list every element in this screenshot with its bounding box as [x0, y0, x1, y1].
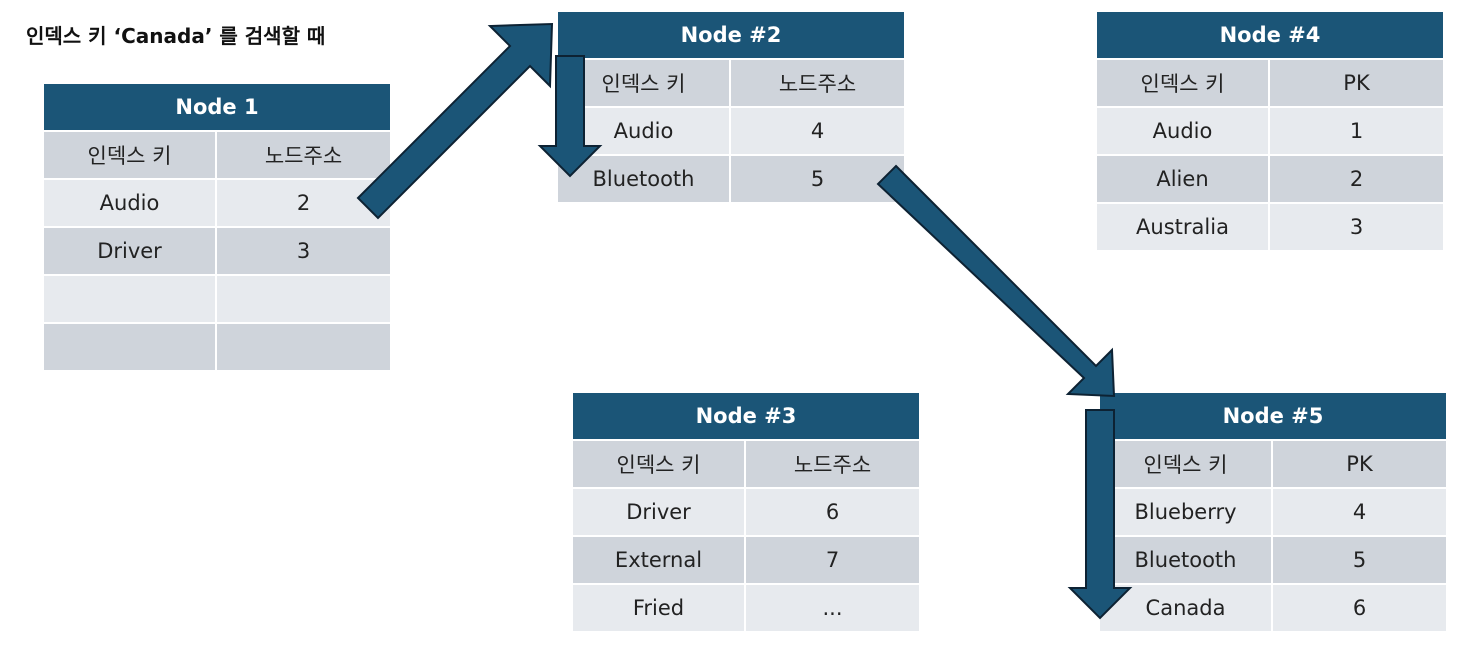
- node-4-title: Node #4: [1097, 12, 1443, 60]
- table-row: Australia 3: [1097, 204, 1443, 250]
- index-key-cell: Australia: [1097, 204, 1270, 250]
- table-row: External 7: [573, 537, 919, 585]
- diagram-title: 인덱스 키 ‘Canada’ 를 검색할 때: [26, 24, 326, 48]
- node-address-cell: 5: [731, 156, 904, 202]
- pk-cell: 5: [1273, 537, 1446, 583]
- column-header-index-key: 인덱스 키: [558, 60, 731, 106]
- node-5-title: Node #5: [1100, 393, 1446, 441]
- table-row: Driver 3: [44, 228, 390, 276]
- index-key-cell: Audio: [44, 180, 217, 226]
- node-5-table: Node #5 인덱스 키 PK Blueberry 4 Bluetooth 5…: [1100, 393, 1446, 631]
- index-key-cell: Canada: [1100, 585, 1273, 631]
- index-key-cell: External: [573, 537, 746, 583]
- node-address-cell: 4: [731, 108, 904, 154]
- node-address-cell: 6: [746, 489, 919, 535]
- column-header-node-address: 노드주소: [731, 60, 904, 106]
- index-key-cell: Driver: [573, 489, 746, 535]
- node-3-title: Node #3: [573, 393, 919, 441]
- table-row: Alien 2: [1097, 156, 1443, 204]
- column-header-pk: PK: [1270, 60, 1443, 106]
- node-address-cell: [217, 276, 390, 322]
- index-key-cell: Audio: [558, 108, 731, 154]
- node-address-cell: 7: [746, 537, 919, 583]
- node-2-table: Node #2 인덱스 키 노드주소 Audio 4 Bluetooth 5: [558, 12, 904, 202]
- table-row-empty: [44, 276, 390, 324]
- column-header-node-address: 노드주소: [217, 132, 390, 178]
- node-3-table: Node #3 인덱스 키 노드주소 Driver 6 External 7 F…: [573, 393, 919, 631]
- node-2-header-row: 인덱스 키 노드주소: [558, 60, 904, 108]
- table-row: Blueberry 4: [1100, 489, 1446, 537]
- index-key-cell: Fried: [573, 585, 746, 631]
- index-key-cell: Alien: [1097, 156, 1270, 202]
- node-5-header-row: 인덱스 키 PK: [1100, 441, 1446, 489]
- column-header-index-key: 인덱스 키: [1100, 441, 1273, 487]
- pk-cell: 4: [1273, 489, 1446, 535]
- table-row: Bluetooth 5: [558, 156, 904, 202]
- node-1-title: Node 1: [44, 84, 390, 132]
- index-key-cell: Bluetooth: [1100, 537, 1273, 583]
- table-row: Fried ...: [573, 585, 919, 631]
- table-row: Bluetooth 5: [1100, 537, 1446, 585]
- node-address-cell: 3: [217, 228, 390, 274]
- node-2-title: Node #2: [558, 12, 904, 60]
- index-key-cell: Blueberry: [1100, 489, 1273, 535]
- index-key-cell: Driver: [44, 228, 217, 274]
- index-key-cell: [44, 276, 217, 322]
- pk-cell: 2: [1270, 156, 1443, 202]
- column-header-index-key: 인덱스 키: [1097, 60, 1270, 106]
- node-address-cell: 2: [217, 180, 390, 226]
- column-header-pk: PK: [1273, 441, 1446, 487]
- node-1-table: Node 1 인덱스 키 노드주소 Audio 2 Driver 3: [44, 84, 390, 370]
- index-key-cell: Audio: [1097, 108, 1270, 154]
- node-1-header-row: 인덱스 키 노드주소: [44, 132, 390, 180]
- index-key-cell: Bluetooth: [558, 156, 731, 202]
- table-row: Canada 6: [1100, 585, 1446, 631]
- node-3-header-row: 인덱스 키 노드주소: [573, 441, 919, 489]
- table-row: Driver 6: [573, 489, 919, 537]
- pk-cell: 1: [1270, 108, 1443, 154]
- pk-cell: 6: [1273, 585, 1446, 631]
- node-address-cell: ...: [746, 585, 919, 631]
- column-header-node-address: 노드주소: [746, 441, 919, 487]
- column-header-index-key: 인덱스 키: [573, 441, 746, 487]
- node-address-cell: [217, 324, 390, 370]
- pk-cell: 3: [1270, 204, 1443, 250]
- node-4-header-row: 인덱스 키 PK: [1097, 60, 1443, 108]
- table-row: Audio 2: [44, 180, 390, 228]
- arrow-node2-to-node5-icon: [876, 164, 1116, 398]
- table-row: Audio 4: [558, 108, 904, 156]
- index-key-cell: [44, 324, 217, 370]
- node-4-table: Node #4 인덱스 키 PK Audio 1 Alien 2 Austral…: [1097, 12, 1443, 250]
- column-header-index-key: 인덱스 키: [44, 132, 217, 178]
- table-row-empty: [44, 324, 390, 370]
- table-row: Audio 1: [1097, 108, 1443, 156]
